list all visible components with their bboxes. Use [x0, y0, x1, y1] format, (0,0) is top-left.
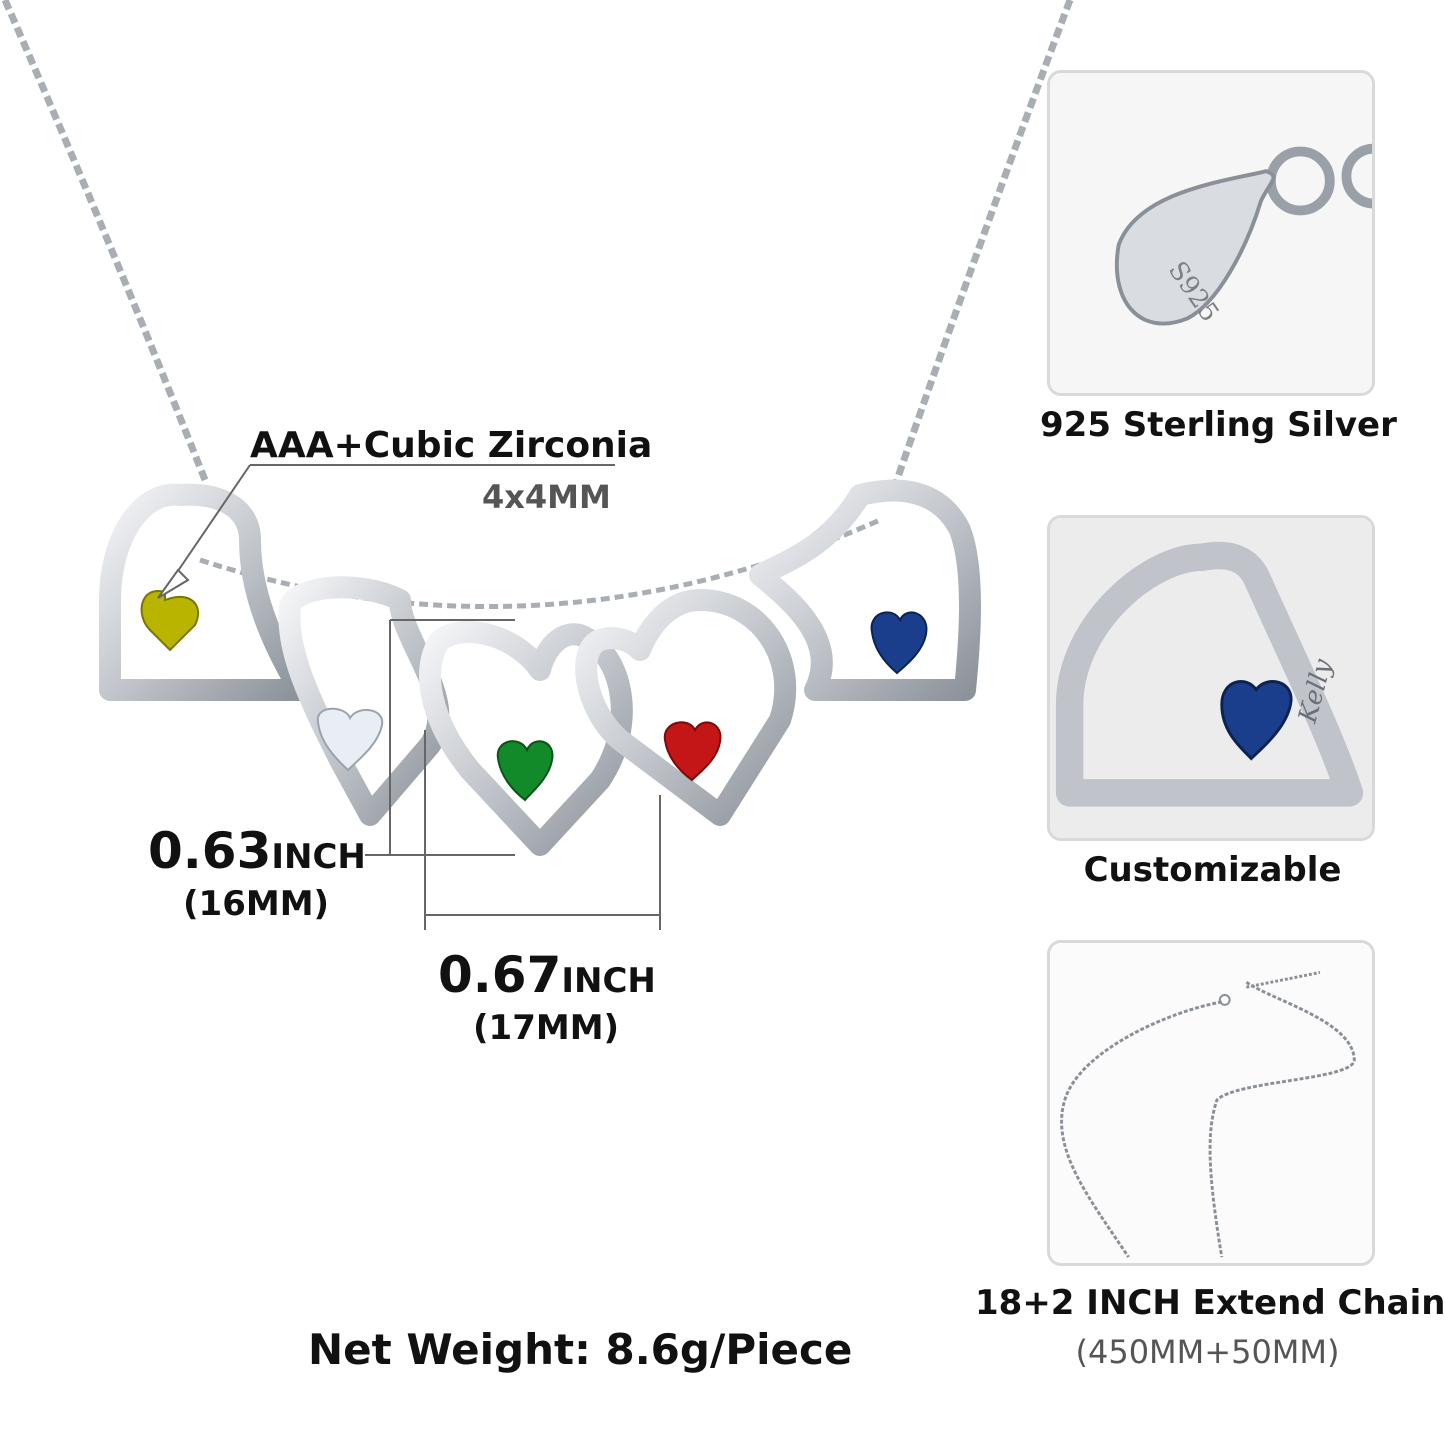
width-mm: (17MM) [473, 1008, 620, 1048]
stone-pointer-line [164, 464, 251, 591]
caption-customizable: Customizable [1083, 850, 1342, 890]
heart-charm-sapphire [749, 479, 981, 701]
gem-crystal [316, 707, 384, 772]
thumbnail-sterling-silver: S925 [1047, 70, 1375, 396]
caption-sterling-silver: 925 Sterling Silver [1040, 405, 1397, 445]
engraved-heart-icon: Kelly [1050, 518, 1372, 838]
heart-charm-emerald [419, 621, 633, 856]
subcaption-extend-chain: (450MM+50MM) [1075, 1333, 1340, 1371]
heart-charm-crystal [278, 576, 450, 826]
height-unit: INCH [271, 837, 366, 877]
heart-charm-peridot [99, 483, 311, 701]
heart-charm-ruby [575, 589, 797, 826]
stone-label: AAA+Cubic Zirconia [250, 425, 653, 466]
height-measure: 0.63INCH [148, 822, 366, 880]
sterling-tag-icon: S925 [1050, 73, 1372, 393]
caption-extend-chain: 18+2 INCH Extend Chain [975, 1283, 1445, 1323]
gem-emerald [496, 740, 554, 802]
width-value: 0.67 [438, 946, 562, 1004]
gem-peridot [140, 589, 200, 652]
thumbnail-extend-chain [1047, 940, 1375, 1266]
width-unit: INCH [561, 961, 656, 1001]
chain-left [1, 0, 209, 482]
height-mm: (16MM) [183, 884, 330, 924]
stone-size: 4x4MM [482, 478, 611, 516]
gem-ruby [663, 721, 722, 782]
thumbnail-customizable: Kelly [1047, 515, 1375, 841]
net-weight: Net Weight: 8.6g/Piece [308, 1325, 853, 1374]
width-measure: 0.67INCH [438, 946, 656, 1004]
stone-pointer-arrow [157, 568, 190, 599]
height-value: 0.63 [148, 822, 272, 880]
gem-sapphire [870, 611, 928, 675]
chain-right [886, 0, 1074, 502]
chain-icon [1050, 943, 1372, 1263]
